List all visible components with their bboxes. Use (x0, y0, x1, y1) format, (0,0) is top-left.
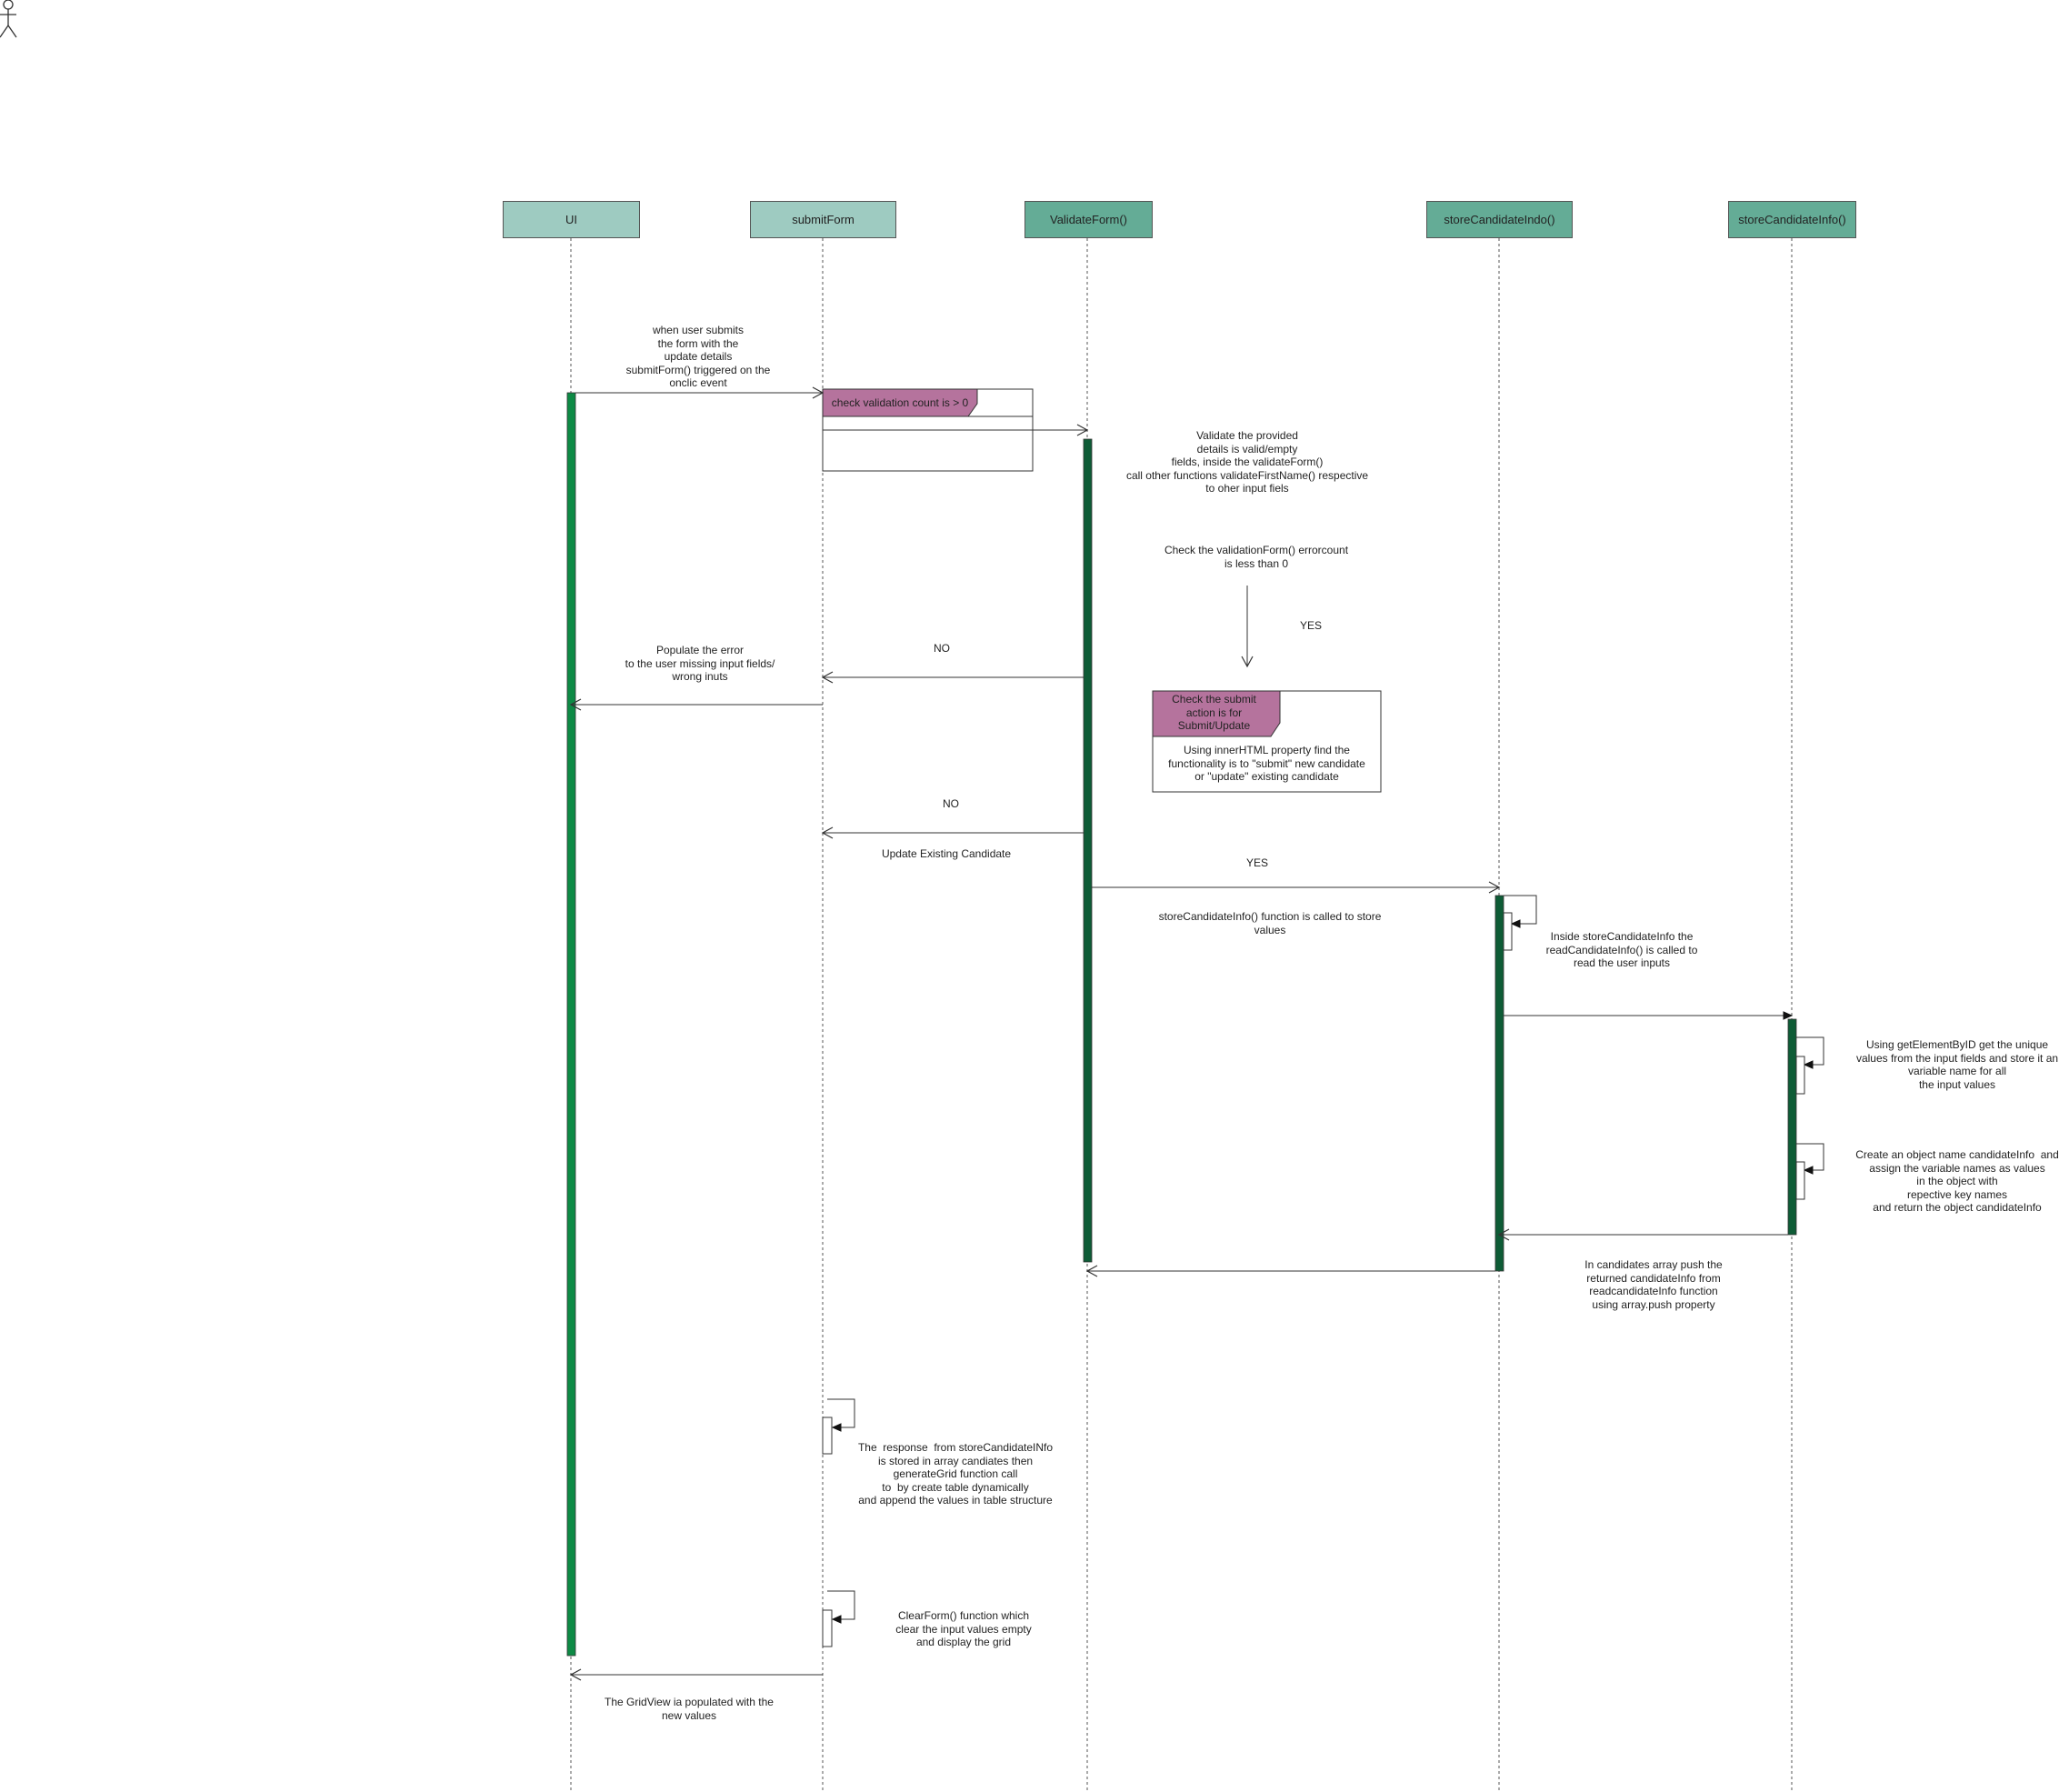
activation-ui (566, 392, 576, 1657)
fragment-body-submit-action: Using innerHTML property find the functi… (1168, 744, 1365, 783)
participant-submitform: submitForm (750, 201, 896, 238)
participant-ui: UI (503, 201, 640, 238)
note-validate-details: Validate the provided details is valid/e… (1125, 429, 1369, 495)
fragment-label-validation: check validation count is > 0 (831, 396, 969, 409)
note-clear-form: ClearForm() function which clear the inp… (895, 1609, 1032, 1648)
self-call-create-object (1795, 1143, 1824, 1200)
note-gridview: The GridView ia populated with the new v… (605, 1696, 774, 1722)
activation-storecandidateinfo (1787, 1018, 1797, 1236)
fragment-label-submit-action: Check the submit action is for Submit/Up… (1172, 693, 1256, 732)
activation-storecandidateindo (1494, 895, 1504, 1272)
actor-icon (0, 0, 17, 38)
fragment-validation-check (822, 388, 1034, 472)
note-get-element-by-id: Using getElementByID get the unique valu… (1855, 1038, 2059, 1091)
self-call-get-element (1795, 1036, 1824, 1095)
note-populate-error: Populate the error to the user missing i… (625, 644, 775, 683)
self-call-clear-form (822, 1590, 855, 1647)
note-response-stored: The response from storeCandidateINfo is … (857, 1441, 1054, 1507)
note-no-2: NO (943, 797, 959, 810)
note-check-errorcount: Check the validationForm() errorcount is… (1164, 544, 1349, 570)
note-no-1: NO (934, 642, 950, 655)
note-user-submits: when user submits the form with the upda… (625, 324, 771, 389)
self-call-storecandidateindo (1503, 895, 1537, 951)
note-yes-2: YES (1245, 856, 1268, 869)
participant-validateform: ValidateForm() (1025, 201, 1153, 238)
note-store-called: storeCandidateInfo() function is called … (1158, 910, 1382, 936)
note-update-existing: Update Existing Candidate (881, 847, 1012, 860)
self-call-generate-grid (822, 1398, 855, 1455)
note-create-object: Create an object name candidateInfo and … (1855, 1148, 2059, 1214)
note-inside-store: Inside storeCandidateInfo the readCandid… (1545, 930, 1698, 969)
fragment-submit-action (1152, 690, 1382, 793)
participant-storecandidateinfo: storeCandidateInfo() (1728, 201, 1856, 238)
note-push-array: In candidates array push the returned ca… (1584, 1258, 1723, 1311)
note-yes-1: YES (1299, 619, 1322, 632)
activation-validateform (1083, 438, 1093, 1263)
participant-storecandidateindo: storeCandidateIndo() (1426, 201, 1573, 238)
